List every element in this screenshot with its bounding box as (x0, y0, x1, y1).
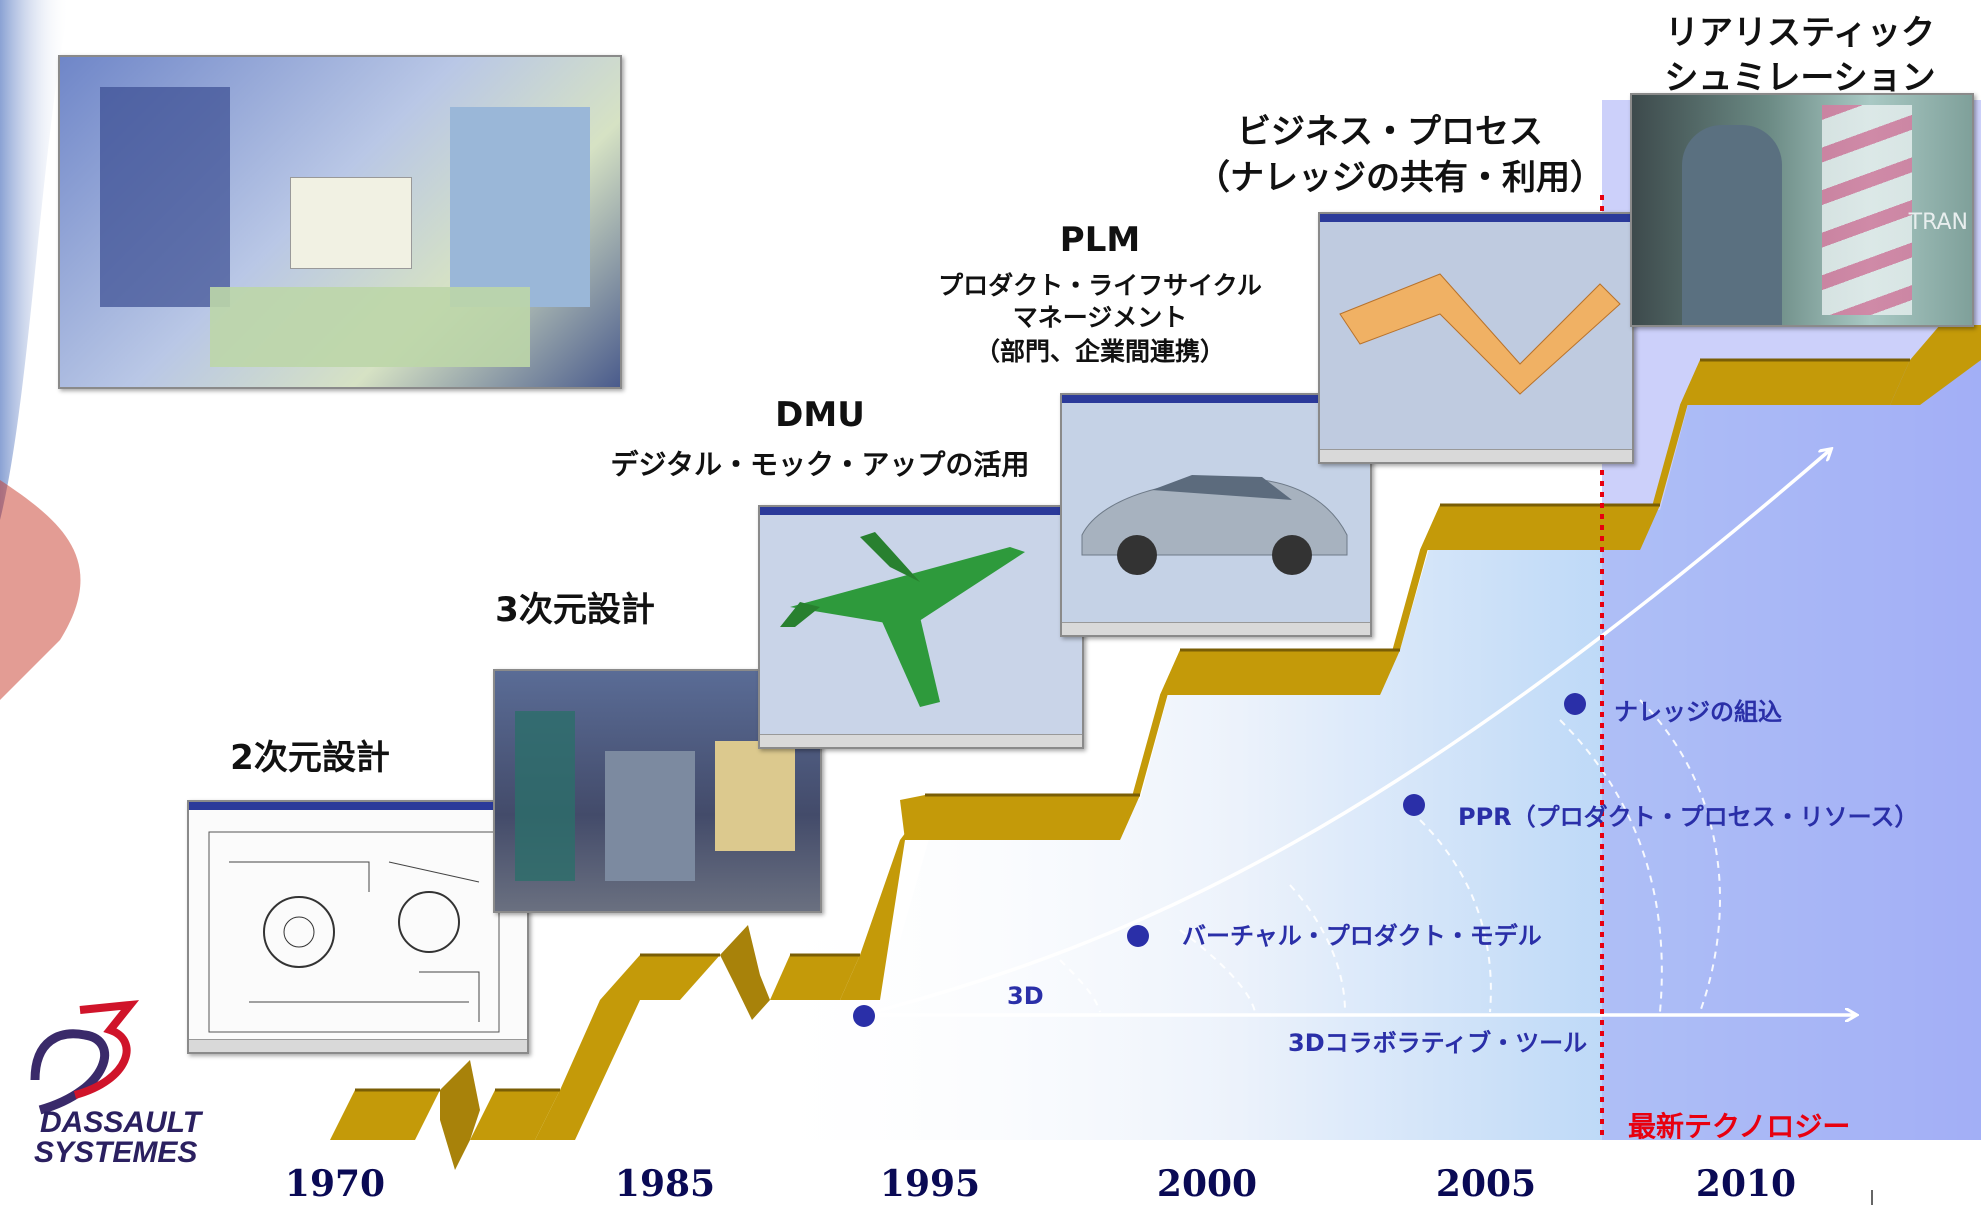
logo-line-2: SYSTEMES (34, 1136, 198, 1169)
year-1970: 1970 (284, 1163, 386, 1205)
logo-text: DASSAULT SYSTEMES (34, 1106, 202, 1168)
year-1995: 1995 (879, 1163, 981, 1205)
stage-business-title: ビジネス・プロセス (1237, 112, 1543, 152)
cad-3d-screens-image (58, 55, 622, 389)
stage-2d-title: 2次元設計 (230, 738, 390, 778)
machine-left (515, 711, 575, 881)
year-2010: 2010 (1695, 1163, 1797, 1205)
car-shape (1081, 475, 1348, 575)
point-knowledge (1564, 693, 1586, 715)
stage-plm-line-2: マネージメント (1012, 303, 1188, 332)
business-process-image (1318, 212, 1634, 464)
screen-text: TRAN (1908, 210, 1968, 235)
dna-helix (1822, 105, 1912, 315)
latest-technology-label: 最新テクノロジー (1628, 1110, 1851, 1143)
staircase-band (330, 325, 1981, 1170)
panel-center (290, 177, 412, 269)
point-3d (853, 1005, 875, 1027)
panel-left (100, 87, 230, 307)
label-ppr: PPR（プロダクト・プロセス・リソース） (1458, 803, 1919, 831)
stage-dmu-subtitle: デジタル・モック・アップの活用 (610, 448, 1030, 481)
2d-drawing-image (187, 800, 529, 1054)
stage-simulation-line-2: シュミレーション (1664, 58, 1936, 98)
realistic-simulation-image: TRAN (1630, 93, 1974, 327)
stage-plm-line-1: プロダクト・ライフサイクル (938, 271, 1262, 300)
stage-plm-line-3: （部門、企業間連携） (974, 337, 1225, 366)
year-1985: 1985 (614, 1163, 716, 1205)
stage-plm-title: PLM (1059, 220, 1141, 260)
label-knowledge: ナレッジの組込 (1614, 698, 1782, 726)
stage-3d-title: 3次元設計 (495, 590, 655, 630)
process-shape (1339, 273, 1621, 395)
label-collaboration-tool: 3Dコラボラティブ・ツール (1288, 1029, 1588, 1057)
drawing-lines (208, 831, 500, 1033)
growth-curve-arrow (861, 450, 1830, 1017)
stage-business-subtitle: （ナレッジの共有・利用） (1196, 158, 1604, 198)
airplane-shape (780, 532, 1025, 707)
panel-floor (210, 287, 530, 367)
label-3d: 3D (1007, 982, 1044, 1010)
label-virtual-product: バーチャル・プロダクト・モデル (1182, 922, 1542, 950)
logo-line-1: DASSAULT (40, 1106, 202, 1139)
machine-right (715, 741, 795, 851)
year-2005: 2005 (1435, 1163, 1537, 1205)
stage-simulation-line-1: リアリスティック (1665, 13, 1935, 53)
stage-dmu-title: DMU (775, 395, 865, 435)
dashed-arcs (1059, 699, 1721, 1013)
dmu-airplane-image (758, 505, 1084, 749)
dassault-logo-mark (30, 1000, 140, 1115)
left-red-swoosh (0, 480, 81, 700)
plm-car-image (1060, 393, 1372, 637)
panel-right (450, 107, 590, 307)
point-virtual-product (1127, 925, 1149, 947)
machine-center (605, 751, 695, 881)
left-decoration (0, 0, 70, 520)
year-2000: 2000 (1156, 1163, 1258, 1205)
point-ppr (1403, 794, 1425, 816)
person-figure (1682, 125, 1782, 325)
